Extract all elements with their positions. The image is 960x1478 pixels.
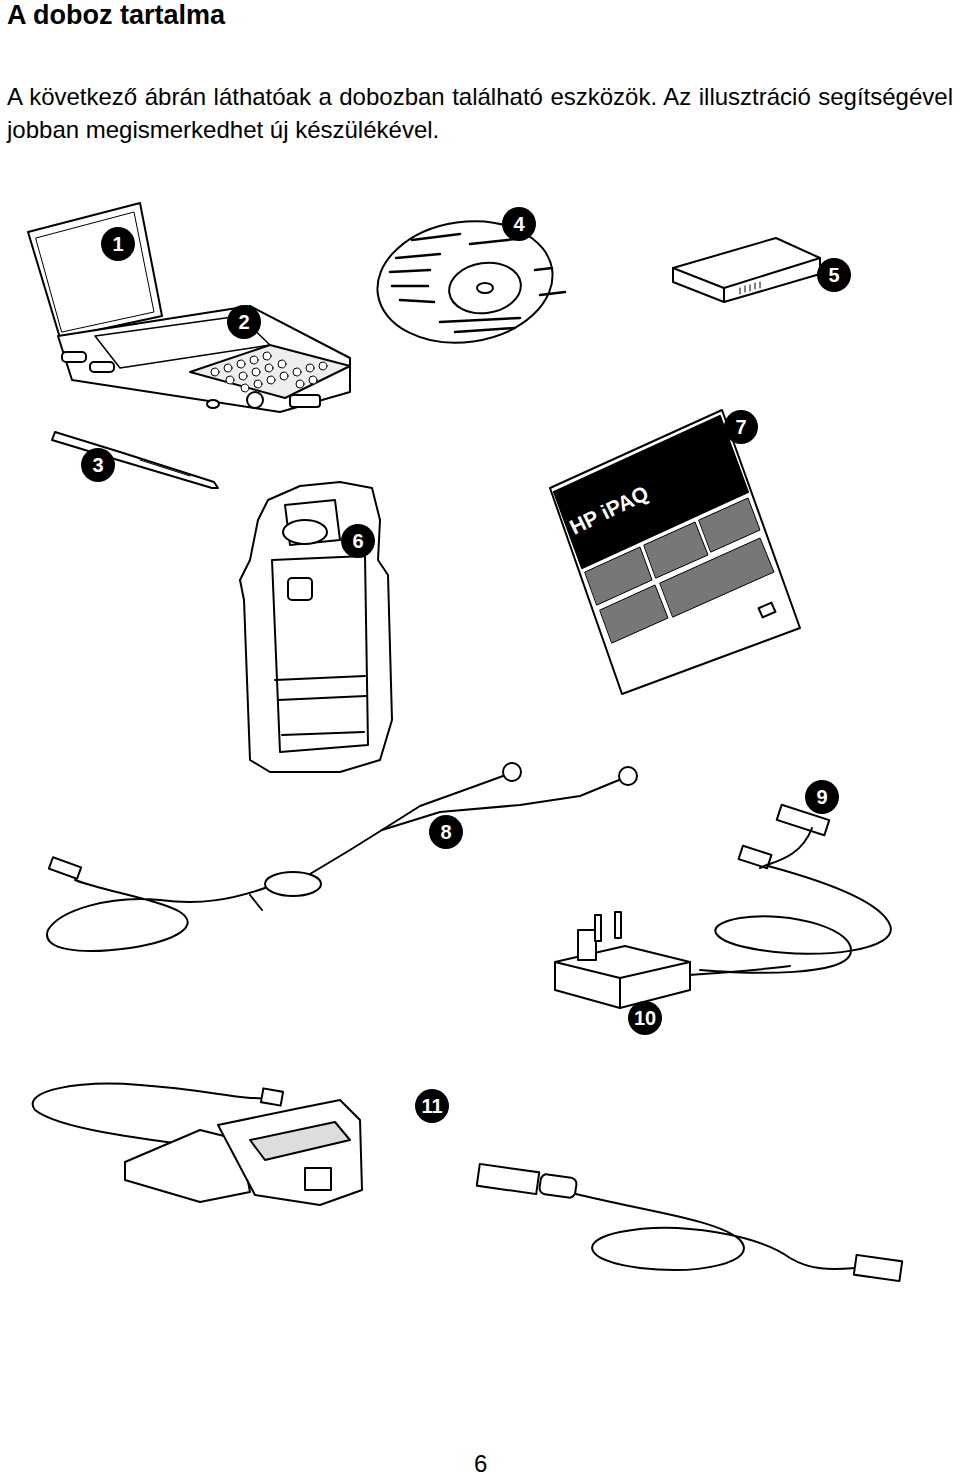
cd-disc [370, 210, 565, 353]
charge-cable [700, 805, 891, 973]
battery [673, 238, 820, 302]
page-title: A doboz tartalma [7, 0, 225, 31]
usb-sync-cable [477, 1164, 902, 1281]
callout-number: 5 [817, 258, 851, 292]
intro-text: A következő ábrán láthatóak a dobozban t… [7, 80, 953, 146]
manual-booklet [550, 410, 800, 694]
pda-device [28, 203, 350, 412]
callout-number: 8 [429, 815, 463, 849]
cradle [33, 1084, 362, 1205]
headset [47, 763, 637, 951]
stylus [52, 432, 218, 488]
ac-adapter [555, 912, 790, 1008]
holster [240, 482, 392, 772]
page-number: 6 [474, 1450, 487, 1478]
callout-number: 1 [101, 227, 135, 261]
callout-number: 6 [341, 524, 375, 558]
callout-number: 9 [805, 780, 839, 814]
callout-number: 4 [502, 207, 536, 241]
callout-number: 7 [724, 410, 758, 444]
callout-number: 2 [227, 305, 261, 339]
callout-number: 10 [628, 1001, 662, 1035]
callout-number: 3 [81, 448, 115, 482]
callout-number: 11 [415, 1089, 449, 1123]
